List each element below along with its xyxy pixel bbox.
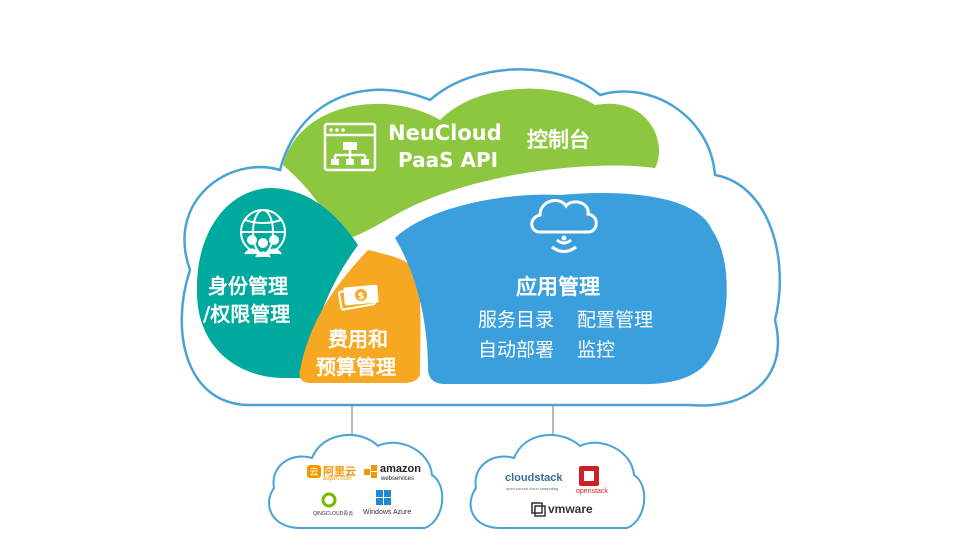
- app-item-service-catalog: 服务目录: [478, 309, 555, 331]
- cloud-wifi-icon: [530, 199, 598, 253]
- app-item-auto-deploy: 自动部署: [478, 339, 555, 361]
- app-item-config-management: 配置管理: [577, 309, 654, 331]
- amazon-name: amazon: [380, 463, 421, 475]
- console-title-line2: PaaS API: [398, 148, 499, 172]
- openstack-name: openstack: [576, 488, 608, 495]
- azure-name: Windows Azure: [363, 509, 412, 516]
- aliyun-name: 阿里云: [323, 466, 356, 478]
- money-icon: $: [338, 284, 379, 311]
- cost-line2: 预算管理: [316, 355, 396, 379]
- app-blob: [395, 193, 727, 385]
- cloudstack-name: cloudstack: [505, 472, 563, 484]
- cloudstack-sub: open source cloud computing: [506, 486, 559, 491]
- vmware-name: vmware: [548, 502, 593, 516]
- windows-logo-icon: [376, 490, 391, 505]
- identity-line2: /权限管理: [203, 302, 291, 326]
- vmware-logo-icon: [531, 502, 546, 517]
- app-item-monitoring: 监控: [577, 339, 616, 361]
- console-title-line1: NeuCloud: [388, 121, 502, 145]
- aliyun-logo-icon: [307, 465, 321, 478]
- private-cloud-outline: [469, 433, 646, 529]
- app-title: 应用管理: [516, 275, 600, 299]
- openstack-logo-icon: [579, 466, 599, 486]
- amazon-sub: webservices: [381, 476, 415, 482]
- cost-line1: 费用和: [328, 327, 388, 351]
- console-label: 控制台: [527, 128, 590, 152]
- console-blob: [283, 88, 660, 239]
- aliyun-domain: aliyun.com: [323, 476, 352, 482]
- qingcloud-logo-icon: [321, 492, 337, 508]
- qingcloud-name: QINGCLOUD青云: [313, 511, 354, 517]
- public-cloud-outline: [268, 433, 444, 529]
- svg-text:$: $: [358, 291, 365, 302]
- amazon-boxes-icon: [364, 465, 377, 478]
- cost-blob: [299, 250, 421, 383]
- sitemap-window-icon: [323, 122, 377, 172]
- globe-users-icon: [240, 209, 286, 258]
- identity-blob: [196, 188, 358, 378]
- svg-text:云: 云: [309, 468, 318, 478]
- identity-line1: 身份管理: [208, 274, 288, 298]
